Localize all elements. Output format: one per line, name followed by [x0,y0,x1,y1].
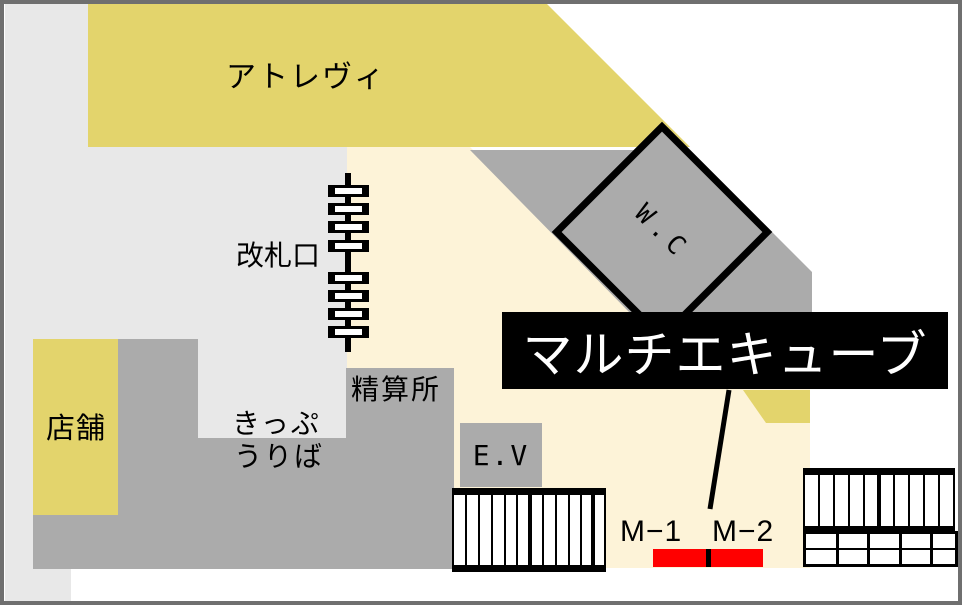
atrevie-area [88,4,690,147]
stairs-icon [452,488,606,577]
ticket-office-label-line1: きっぷ [232,408,321,439]
ticket-gate-machine [328,221,369,233]
ticket-gate-machine [328,272,369,284]
ticket-gate-machine [328,185,369,197]
shop-label: 店舗 [46,413,107,445]
shop-area [33,339,118,515]
stairs-icon [803,468,955,537]
ticket-gate-machine [328,290,369,302]
ticket-gate-label: 改札口 [236,240,321,271]
m-cube-location-marker [653,549,763,567]
multi-ecube-label: マルチエキューブ [522,326,928,383]
multi-ecube-banner: マルチエキューブ [502,312,948,389]
ticket-gate-machine [328,326,369,338]
outside-floor-foot-area [5,569,71,601]
ticket-gate-icon [328,173,369,352]
pointer-line [700,387,736,518]
steps-grid-icon [803,531,958,572]
atrevie-label: アトレヴィ [226,61,386,94]
restroom-label: W.C [628,198,696,266]
ticket-office-label-line2: うりば [234,441,325,472]
ticket-gate-machine [328,308,369,320]
location-m1-label: M−1 [620,515,683,548]
elevator-label: E.V [472,438,530,472]
ticket-gate-rail [345,173,351,352]
fare-adjustment-label: 精算所 [351,374,442,405]
elevator-room: E.V [460,423,542,487]
ticket-gate-machine [328,203,369,215]
ticket-gate-machine [328,240,369,252]
location-m2-label: M−2 [712,515,775,548]
m-cube-location-divider [706,549,711,567]
